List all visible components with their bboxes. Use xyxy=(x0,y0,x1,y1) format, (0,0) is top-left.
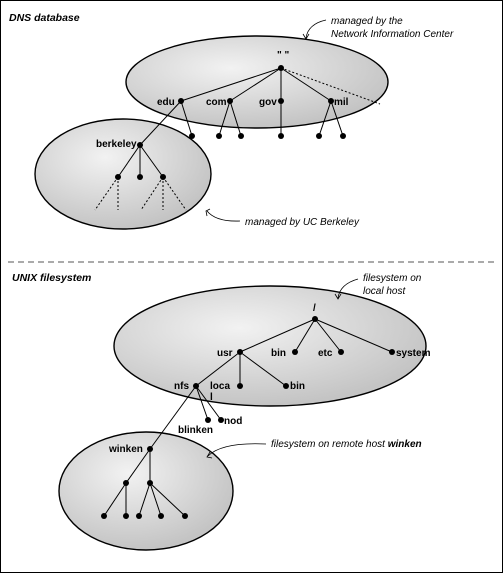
berkeley-zone-ellipse xyxy=(34,118,212,230)
unix-tree-nodes xyxy=(101,316,395,519)
dns-heading: DNS database xyxy=(9,12,80,24)
node-blinken: blinken xyxy=(178,425,213,436)
note-berkeley: managed by UC Berkeley xyxy=(245,217,360,228)
node-nfs: nfs xyxy=(174,381,189,392)
node-com: com xyxy=(206,97,227,108)
node-edu: edu xyxy=(157,97,175,108)
nic-pointer-arrowhead xyxy=(302,33,310,40)
note-remote-host: winken xyxy=(388,439,422,450)
note-remote: filesystem on remote host winken xyxy=(271,439,422,450)
unix-tree-edges xyxy=(103,318,393,517)
berkeley-pointer-arrowhead xyxy=(205,208,211,217)
nic-zone-ellipse xyxy=(125,35,389,129)
remote-pointer-arrowhead xyxy=(206,451,213,459)
dns-root-label: " " xyxy=(277,50,290,61)
note-nic-line2: Network Information Center xyxy=(331,29,454,40)
node-bin: bin xyxy=(271,348,286,359)
node-usr: usr xyxy=(217,348,233,359)
node-etc: etc xyxy=(318,348,333,359)
local-pointer-arrowhead xyxy=(334,293,342,300)
local-host-ellipse xyxy=(113,285,427,407)
nic-pointer-arrow xyxy=(305,19,327,39)
remote-host-ellipse xyxy=(58,431,234,551)
berkeley-pointer-arrow xyxy=(206,210,241,222)
node-local-wrap: l xyxy=(210,392,213,403)
note-remote-prefix: filesystem on remote host xyxy=(271,439,388,450)
node-winken: winken xyxy=(108,444,143,455)
node-berkeley: berkeley xyxy=(96,139,137,150)
note-local-line1: filesystem on xyxy=(363,273,422,284)
node-gov: gov xyxy=(259,97,277,108)
note-local-line2: local host xyxy=(363,286,406,297)
unix-heading: UNIX filesystem xyxy=(12,272,91,284)
note-nic-line1: managed by the xyxy=(331,16,403,27)
remote-pointer-arrow xyxy=(207,443,267,457)
node-mil: mil xyxy=(334,97,349,108)
node-system: system xyxy=(396,348,431,359)
dns-tree-nodes xyxy=(115,65,346,180)
node-nod: nod xyxy=(224,416,242,427)
node-usr-bin: bin xyxy=(290,381,305,392)
local-pointer-arrow xyxy=(337,278,359,299)
dns-tree-edges xyxy=(94,67,381,211)
node-root-slash: / xyxy=(313,303,316,314)
node-local: loca xyxy=(210,381,230,392)
